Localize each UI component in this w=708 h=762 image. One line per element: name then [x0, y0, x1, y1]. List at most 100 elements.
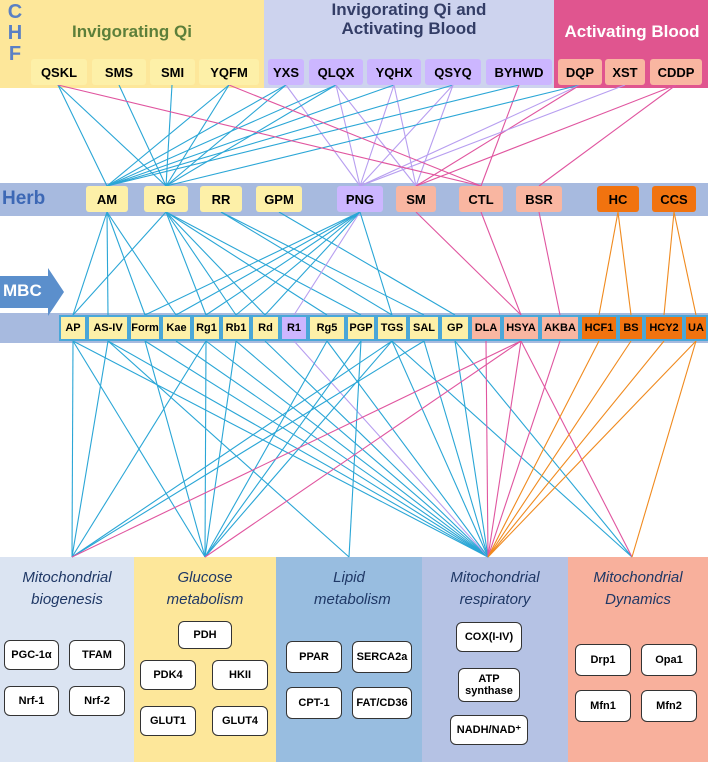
herb-gpm: GPM — [256, 186, 302, 212]
marker-drp1: Drp1 — [575, 644, 631, 676]
mbc-hsya: HSYA — [502, 315, 540, 341]
compound-category-link — [205, 340, 489, 558]
compound-category-link — [204, 340, 522, 558]
mbc-rg1: Rg1 — [192, 315, 221, 341]
compound-category-link — [107, 340, 350, 558]
herb-compound-link — [598, 211, 619, 316]
marker-fat-cd36: FAT/CD36 — [352, 687, 412, 719]
marker-glut4: GLUT4 — [212, 706, 268, 736]
herb-compound-link — [235, 211, 361, 316]
herb-compound-link — [220, 211, 393, 316]
compound-category-link — [348, 340, 362, 558]
herb-side-label: Herb — [2, 188, 46, 209]
mbc-gp: GP — [440, 315, 470, 341]
formula-herb-link — [165, 84, 581, 187]
compound-category-link — [204, 340, 362, 558]
marker-cpt-1: CPT-1 — [286, 687, 342, 719]
mbc-hcf1: HCF1 — [580, 315, 618, 341]
compound-category-link — [487, 340, 632, 558]
formula-herb-link — [359, 84, 626, 187]
herb-ctl: CTL — [459, 186, 503, 212]
formula-xst: XST — [605, 59, 645, 85]
herb-compound-link — [205, 211, 361, 316]
formula-dqp: DQP — [558, 59, 602, 85]
herb-compound-link — [538, 211, 561, 316]
marker-serca2a: SERCA2a — [352, 641, 412, 673]
compound-category-link — [391, 340, 489, 558]
marker-atp-synthase: ATP synthase — [458, 668, 520, 702]
herb-compound-link — [144, 211, 361, 316]
mbc-ap: AP — [59, 315, 87, 341]
marker-mfn2: Mfn2 — [641, 690, 697, 722]
category-title: Lipid metabolism — [314, 569, 391, 608]
mbc-as-iv: AS-IV — [87, 315, 129, 341]
herb-compound-link — [165, 211, 237, 316]
compound-category-link — [631, 340, 697, 558]
compound-category-link — [71, 340, 207, 558]
formula-herb-link — [359, 84, 454, 187]
formula-herb-link — [57, 84, 108, 187]
formula-herb-link — [228, 84, 482, 187]
herb-compound-link — [165, 211, 328, 316]
marker-nrf-1: Nrf-1 — [4, 686, 59, 716]
formula-herb-link — [106, 84, 520, 187]
formula-herb-link — [415, 84, 454, 187]
formula-herb-link — [359, 84, 581, 187]
herb-bsr: BSR — [516, 186, 562, 212]
herb-rr: RR — [200, 186, 242, 212]
formula-herb-link — [106, 84, 337, 187]
marker-pgc-1a: PGC-1α — [4, 640, 59, 670]
compound-category-link — [71, 340, 74, 558]
marker-pdk4: PDK4 — [140, 660, 196, 690]
mbc-form: Form — [129, 315, 161, 341]
formula-herb-link — [57, 84, 167, 187]
mbc-rd: Rd — [251, 315, 280, 341]
chf-side-label: CHF — [7, 1, 23, 65]
formula-qskl: QSKL — [31, 59, 87, 85]
formula-herb-link — [57, 84, 482, 187]
marker-tfam: TFAM — [69, 640, 125, 670]
formula-sms: SMS — [92, 59, 146, 85]
herb-compound-link — [359, 211, 393, 316]
marker-ppar: PPAR — [286, 641, 342, 673]
formula-herb-link — [359, 84, 395, 187]
herb-compound-link — [165, 211, 362, 316]
mbc-side-label: MBC — [3, 281, 42, 300]
compound-category-link — [72, 340, 489, 558]
herb-compound-link — [165, 211, 266, 316]
mbc-arrow — [0, 268, 64, 316]
formula-herb-link — [415, 84, 677, 187]
herb-compound-link — [72, 211, 108, 316]
formula-smi: SMI — [150, 59, 195, 85]
mbc-pgp: PGP — [346, 315, 376, 341]
group-title-qiblood: Invigorating Qi and Activating Blood — [331, 0, 487, 38]
formula-herb-link — [480, 84, 520, 187]
compound-category-link — [235, 340, 489, 558]
category-title: Mitochondrial biogenesis — [22, 569, 112, 608]
formula-herb-link — [335, 84, 361, 187]
mbc-akba: AKBA — [540, 315, 580, 341]
formula-herb-link — [393, 84, 417, 187]
compound-category-link — [487, 340, 665, 558]
group-title-qi: Invigorating Qi — [72, 22, 192, 41]
mbc-sal: SAL — [408, 315, 440, 341]
herb-sm: SM — [396, 186, 436, 212]
marker-nadh-nad: NADH/NAD⁺ — [450, 715, 528, 745]
herb-compound-link — [165, 211, 207, 316]
formula-yqfm: YQFM — [199, 59, 259, 85]
compound-category-link — [144, 340, 206, 558]
herb-compound-link — [72, 211, 167, 316]
category-title: Mitochondrial Dynamics — [593, 569, 683, 608]
formula-herb-link — [285, 84, 361, 187]
mbc-ua: UA — [684, 315, 708, 341]
compound-category-link — [144, 340, 489, 558]
compound-category-link — [487, 340, 522, 558]
formula-cddp: CDDP — [650, 59, 702, 85]
herb-compound-link — [415, 211, 522, 316]
formula-qsyq: QSYQ — [425, 59, 481, 85]
compound-category-link — [454, 340, 489, 558]
herb-compound-link — [617, 211, 632, 316]
formula-herb-link — [106, 84, 395, 187]
compound-category-link — [487, 340, 561, 558]
